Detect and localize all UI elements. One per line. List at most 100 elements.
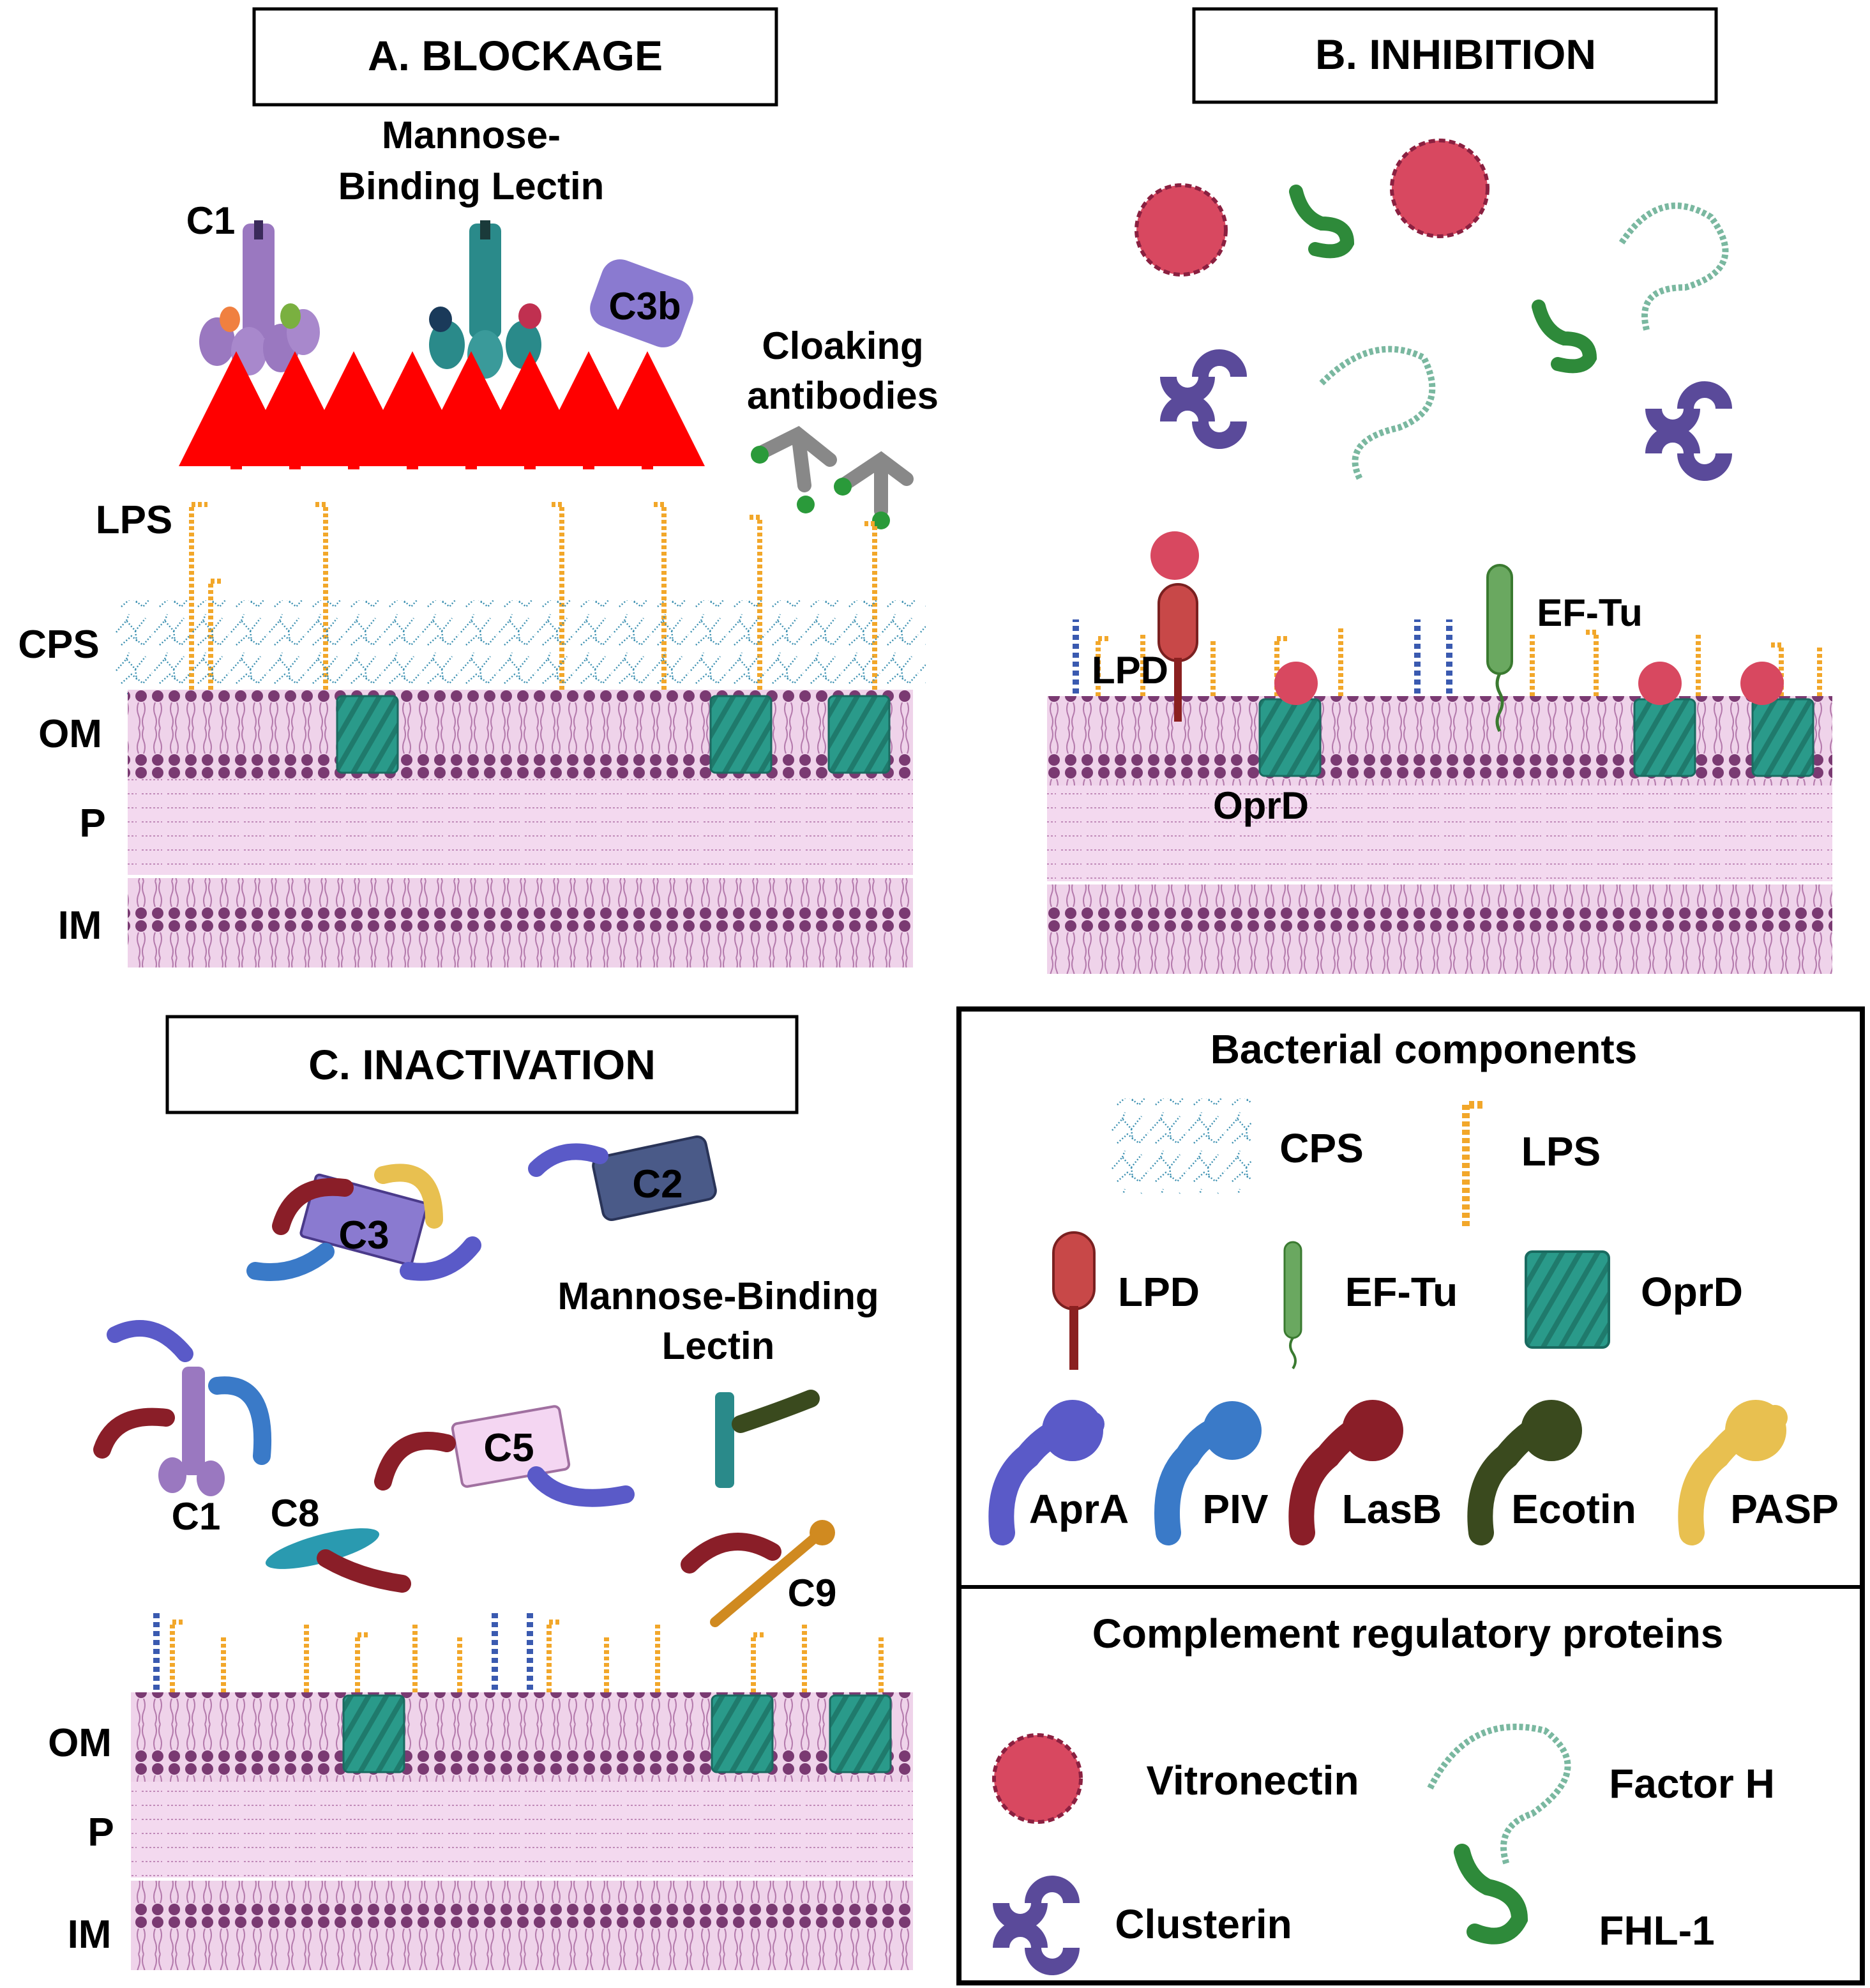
inactivation-title: C. INACTIVATION [308,1041,656,1088]
legend-vitronectin-label: Vitronectin [1146,1757,1359,1803]
outer-membrane-a [128,690,913,779]
clusterin-icon [1160,349,1247,449]
oprd-porin [709,695,773,774]
lasb-icon [1288,1400,1403,1545]
factor-h-icon [1427,1724,1571,1866]
legend-ecotin-label: Ecotin [1511,1486,1636,1532]
legend-box [956,1006,1865,1985]
mbl-label-line1: Mannose- [382,114,561,156]
fhl1-icon [1532,300,1597,374]
bacterial-components-title: Bacterial components [1210,1026,1638,1072]
c1-complex-icon [199,220,320,376]
lpd-label: LPD [1092,649,1168,692]
oprd-label: OprD [1213,784,1309,827]
piv-icon [1154,1401,1262,1545]
vitronectin-icon [1274,662,1318,705]
cps-mesh-a [115,600,926,696]
panel-inhibition: B. INHIBITION [1047,7,1832,974]
mbl-complex-icon [429,220,541,379]
layer-label-im-c: IM [68,1913,112,1957]
vitronectin-icon [992,1733,1083,1824]
factor-h-icon [1319,345,1436,481]
legend-lps-label: LPS [1521,1128,1601,1174]
layer-label-cps: CPS [18,623,99,667]
inhibition-title-box [1192,7,1718,104]
oprd-porin [1751,698,1814,777]
legend-cps-label: CPS [1279,1125,1364,1171]
regulatory-proteins-title: Complement regulatory proteins [1092,1611,1724,1657]
antibody-icon-2 [834,451,914,529]
periplasm-c [131,1782,913,1878]
cps-icon [1111,1098,1251,1194]
layer-label-lps: LPS [96,498,173,542]
c1-c-label: C1 [172,1495,221,1538]
c3-label: C3 [338,1213,389,1257]
mbl-label-line2: Binding Lectin [338,165,605,208]
oprd-porin [1258,698,1322,777]
c8-icon [265,1528,411,1593]
periplasm-a [128,779,913,875]
c1-label: C1 [186,199,236,242]
layer-label-p-c: P [87,1810,114,1855]
mbl-c-label-line1: Mannose-Binding [557,1275,878,1317]
oprd-icon [1525,1250,1610,1349]
c2-label: C2 [632,1162,682,1206]
oprd-porin [342,1694,405,1773]
layer-label-om-c: OM [48,1721,112,1765]
oprd-porin [829,1694,892,1773]
oprd-porin [1633,698,1696,777]
eftu-label: EF-Tu [1537,591,1643,634]
outer-membrane-c [131,1692,913,1782]
factor-h-icon [1618,202,1729,333]
c3b-icon [590,259,693,347]
c9-label: C9 [788,1572,837,1614]
lps-icon [1462,1101,1485,1226]
legend-factor-h-label: Factor H [1609,1761,1775,1807]
vitronectin-icon [1150,531,1199,580]
inner-membrane-a [128,878,913,967]
oprd-porin [336,695,399,774]
clusterin-icon [993,1876,1080,1975]
legend-fhl1-label: FHL-1 [1599,1908,1714,1954]
ecotin-icon [1467,1400,1582,1545]
c9-icon [681,1520,835,1627]
c5-icon [374,1405,635,1507]
apra-icon [988,1400,1105,1545]
periplasm-b [1047,785,1832,881]
lpd-icon [1157,583,1198,722]
blockage-title: A. BLOCKAGE [368,32,663,79]
layer-label-p: P [79,801,105,846]
c2-icon [528,1135,717,1222]
legend-clusterin-label: Clusterin [1115,1901,1292,1947]
c1-complex-icon [93,1320,272,1496]
legend-lpd-label: LPD [1118,1269,1200,1315]
fhl1-icon [1454,1844,1528,1945]
cloaking-label-line2: antibodies [747,374,939,417]
inner-membrane-c [131,1881,913,1970]
inhibition-title: B. INHIBITION [1315,31,1596,78]
panel-blockage: A. BLOCKAGE Mannose- Binding Lectin C1 [18,7,939,967]
outer-membrane-b [1047,696,1832,785]
cps-chains-b [1073,619,1452,702]
legend-oprd-label: OprD [1641,1269,1743,1315]
vitronectin-icon [1740,662,1784,705]
eftu-icon [1283,1241,1302,1370]
lps-chains-c [170,1620,884,1699]
fhl1-icon [1289,185,1355,259]
vitronectin-icon [1638,662,1682,705]
inner-membrane-b [1047,884,1832,974]
lps-chains-b [1096,626,1822,702]
layer-label-om: OM [38,712,102,756]
eftu-icon [1486,564,1513,732]
oprd-porin [827,695,891,774]
inactivation-title-box [165,1015,799,1114]
panel-inactivation: C. INACTIVATION C3 C2 Mannose-Binding Le… [48,1015,913,1970]
legend-apra-label: AprA [1029,1486,1129,1532]
c3-icon [246,1164,481,1281]
blockage-arrows [179,351,705,469]
oprd-porin [711,1694,774,1773]
legend-eftu-label: EF-Tu [1345,1269,1458,1315]
clusterin-icon [1645,381,1732,481]
cps-chains-c [153,1609,533,1699]
